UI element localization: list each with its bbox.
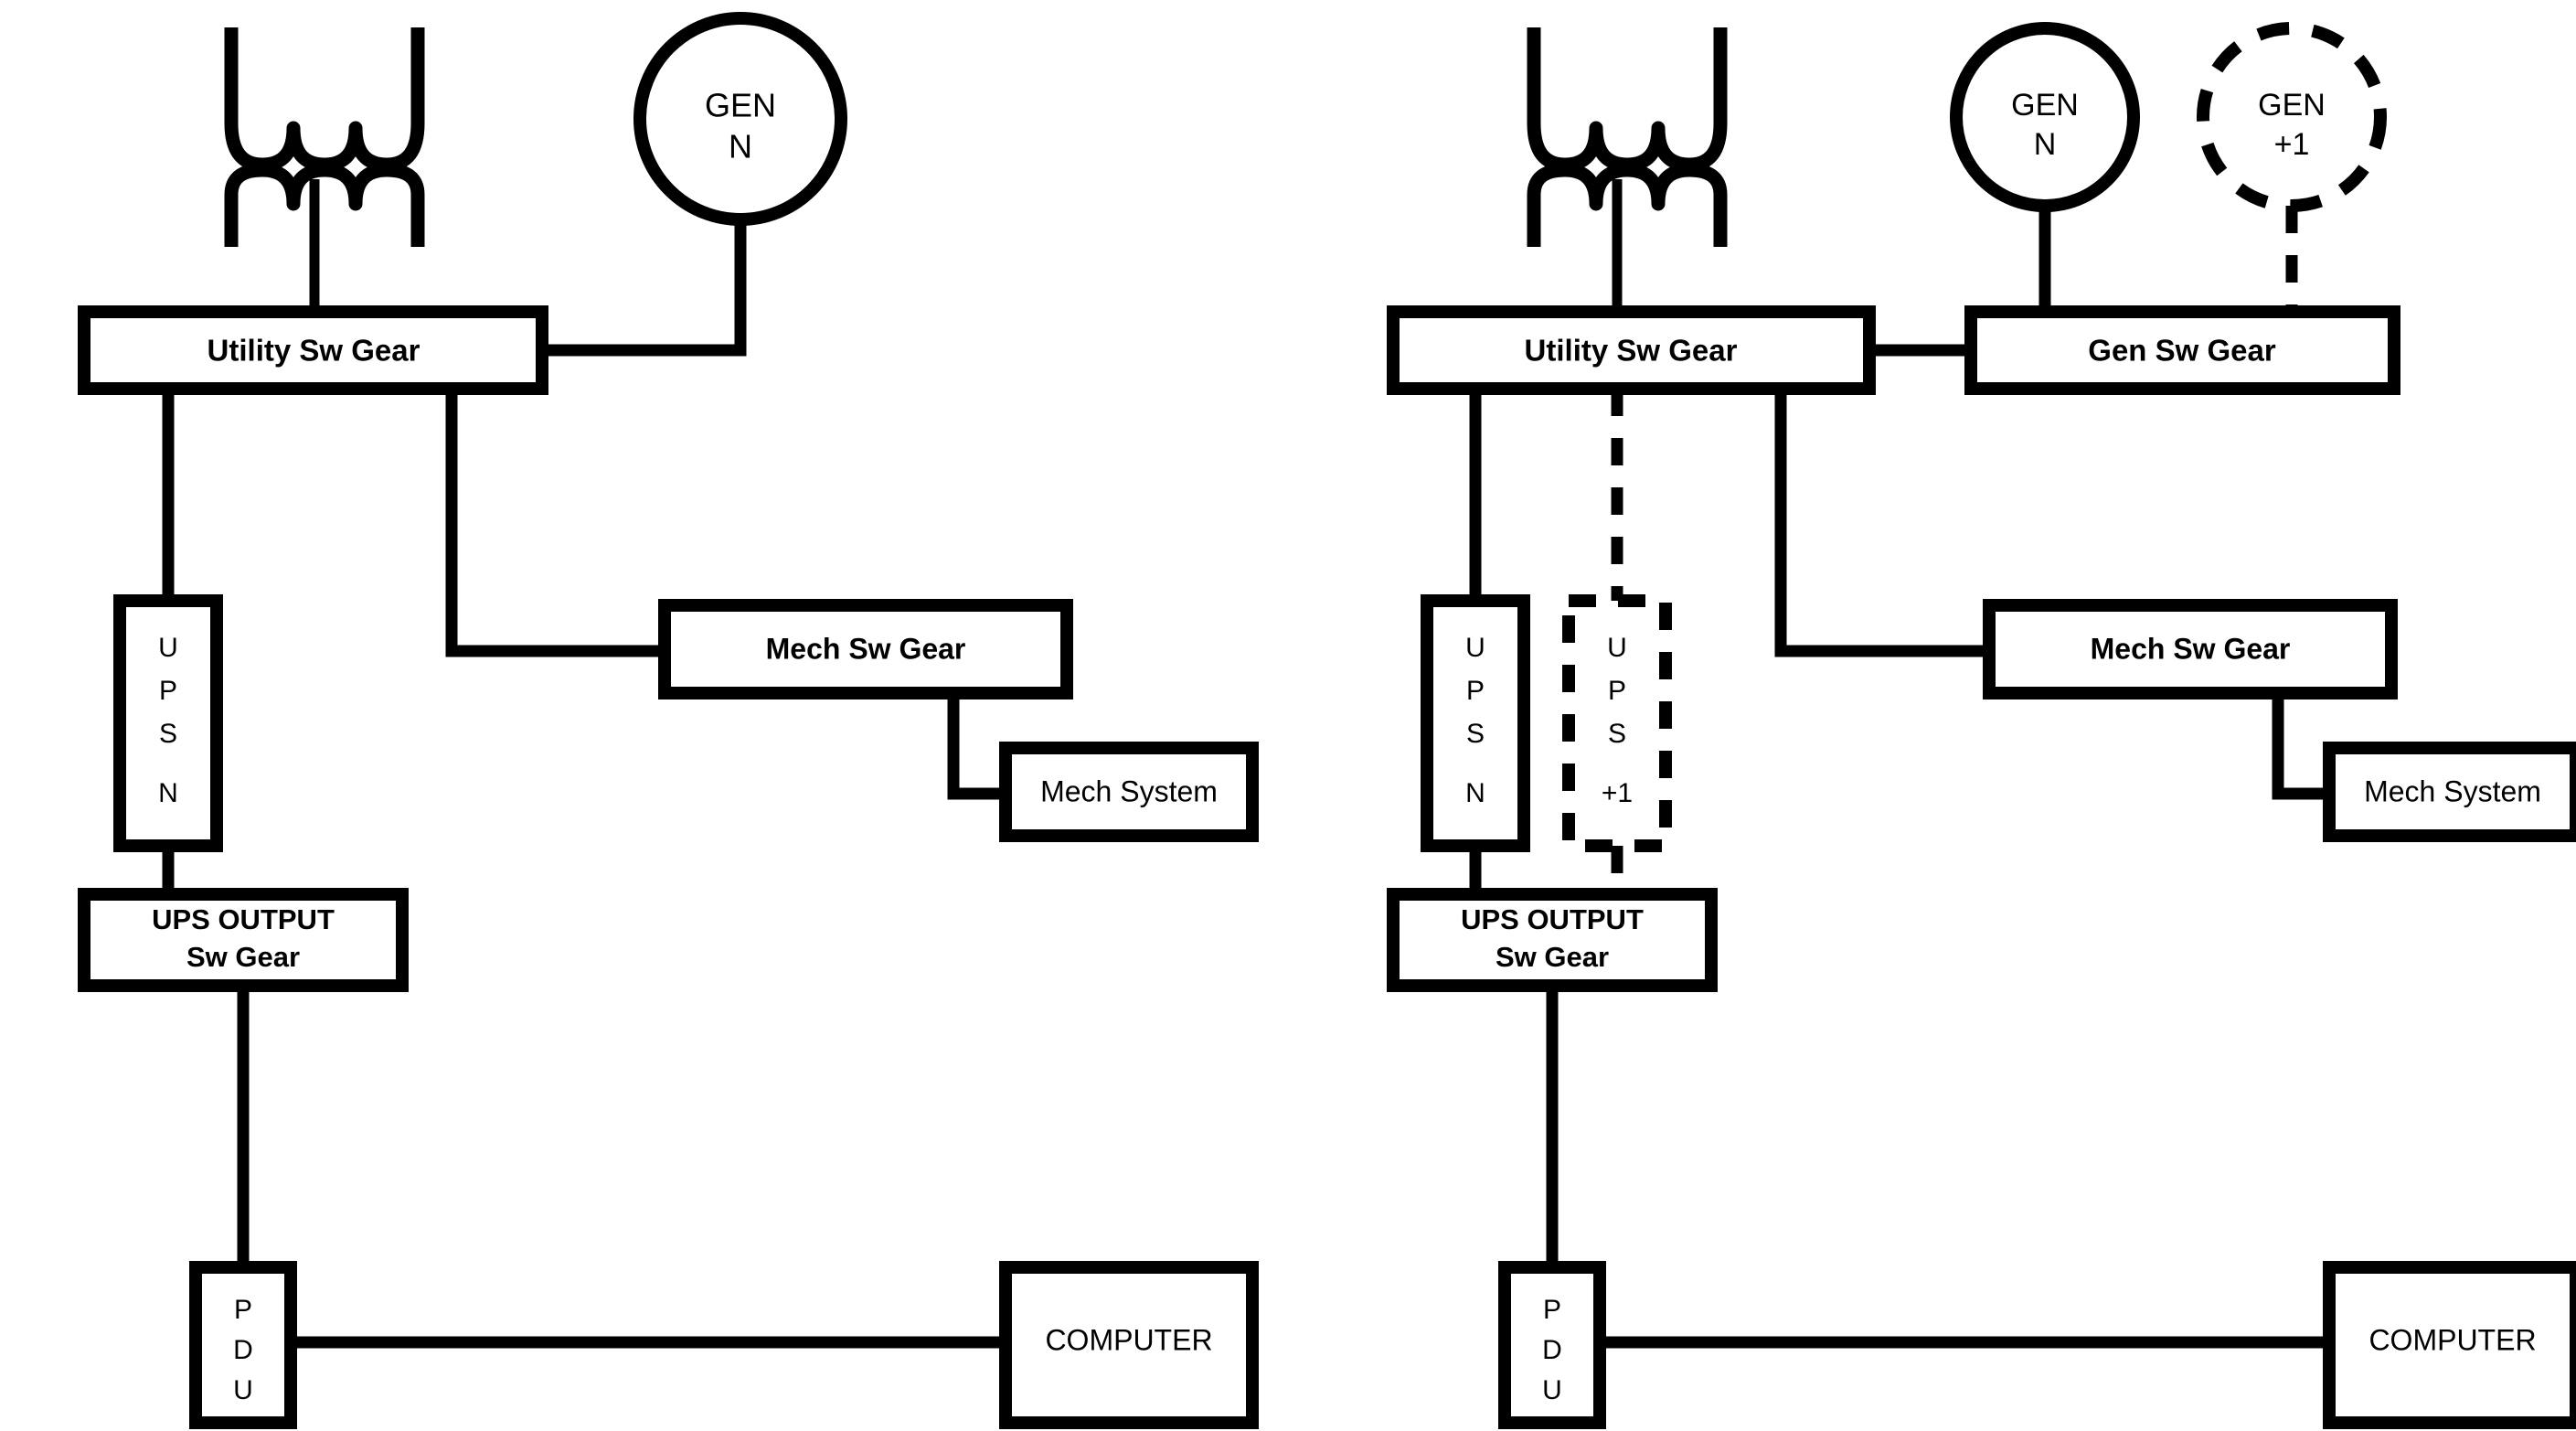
wire-mech-sw-gear-to-mech-system: [947, 693, 1006, 800]
gen-sw-gear-box: Gen Sw Gear: [1964, 305, 2400, 395]
generator-plus1-label-line1: GEN: [2258, 88, 2326, 123]
ups-plus1-label-line1: U: [1607, 633, 1627, 663]
ups-box: U P S N: [1421, 594, 1530, 852]
transformer-coil-icon: [224, 27, 425, 312]
ups-output-sw-gear-label-line1: UPS OUTPUT: [1461, 903, 1644, 935]
ups-label-line4: N: [158, 778, 178, 808]
mech-system-label: Mech System: [1040, 774, 1218, 807]
computer-box: COMPUTER: [2323, 1261, 2576, 1429]
mech-system-box: Mech System: [999, 742, 1259, 842]
ups-box: U P S N: [113, 594, 223, 852]
pdu-label-line3: U: [1542, 1375, 1562, 1405]
generator-label-line2: N: [729, 128, 752, 166]
pdu-label-line1: P: [1543, 1295, 1561, 1325]
generator-label-line2: N: [2034, 127, 2057, 162]
ups-output-sw-gear-label-line2: Sw Gear: [1496, 941, 1609, 973]
generator-plus1-circle-icon: GEN +1: [2197, 22, 2387, 312]
pdu-label-line3: U: [233, 1375, 253, 1405]
pdu-label-line2: D: [233, 1335, 253, 1365]
computer-box: COMPUTER: [999, 1261, 1259, 1429]
pdu-box: P D U: [1498, 1261, 1606, 1429]
generator-label-line1: GEN: [2011, 88, 2079, 123]
utility-sw-gear-box: Utility Sw Gear: [1387, 305, 1876, 395]
ups-label-line4: N: [1465, 778, 1485, 808]
utility-sw-gear-label: Utility Sw Gear: [1525, 334, 1738, 368]
diagram-right: GEN N GEN +1 Utility Sw Gear Gen Sw Gear: [1387, 22, 2576, 1429]
mech-sw-gear-label: Mech Sw Gear: [2091, 632, 2291, 665]
pdu-label-line2: D: [1542, 1335, 1562, 1365]
computer-label: COMPUTER: [2368, 1323, 2536, 1356]
ups-label-line2: P: [1466, 676, 1485, 706]
mech-system-label: Mech System: [2364, 774, 2541, 807]
ups-label-line2: P: [159, 676, 177, 706]
generator-label-line1: GEN: [705, 87, 776, 124]
pdu-label-line1: P: [234, 1295, 252, 1325]
wire-mech-sw-gear-to-mech-system: [2272, 693, 2329, 800]
diagram-left: GEN N Utility Sw Gear U P S N UPS OUTPUT: [78, 12, 1259, 1429]
ups-plus1-label-line4: +1: [1602, 778, 1633, 808]
computer-label: COMPUTER: [1045, 1323, 1212, 1356]
ups-label-line1: U: [158, 633, 178, 663]
mech-sw-gear-label: Mech Sw Gear: [766, 632, 966, 665]
ups-output-sw-gear-label-line1: UPS OUTPUT: [152, 903, 335, 935]
ups-plus1-label-line2: P: [1608, 676, 1626, 706]
mech-system-box: Mech System: [2323, 742, 2576, 842]
generator-circle-icon: GEN N: [1950, 22, 2140, 312]
gen-sw-gear-label: Gen Sw Gear: [2088, 334, 2276, 368]
generator-circle-icon: GEN N: [542, 12, 847, 357]
pdu-box: P D U: [189, 1261, 297, 1429]
ups-label-line3: S: [1466, 719, 1485, 749]
ups-plus1-label-line3: S: [1608, 719, 1626, 749]
ups-label-line1: U: [1465, 633, 1485, 663]
wire-utility-to-mech-sw-gear: [445, 389, 665, 657]
ups-output-sw-gear-box: UPS OUTPUT Sw Gear: [78, 888, 409, 992]
ups-output-sw-gear-box: UPS OUTPUT Sw Gear: [1387, 888, 1718, 992]
mech-sw-gear-box: Mech Sw Gear: [1983, 599, 2398, 699]
transformer-coil-icon: [1527, 27, 1728, 312]
utility-sw-gear-label: Utility Sw Gear: [208, 334, 420, 368]
ups-output-sw-gear-label-line2: Sw Gear: [186, 941, 300, 973]
wire-generator-to-utility: [542, 219, 747, 357]
ups-plus1-box: U P S +1: [1562, 594, 1672, 852]
wire-utility-to-mech-sw-gear: [1774, 389, 1989, 657]
mech-sw-gear-box: Mech Sw Gear: [658, 599, 1073, 699]
utility-sw-gear-box: Utility Sw Gear: [78, 305, 548, 395]
ups-label-line3: S: [159, 719, 177, 749]
generator-plus1-label-line2: +1: [2274, 127, 2310, 162]
